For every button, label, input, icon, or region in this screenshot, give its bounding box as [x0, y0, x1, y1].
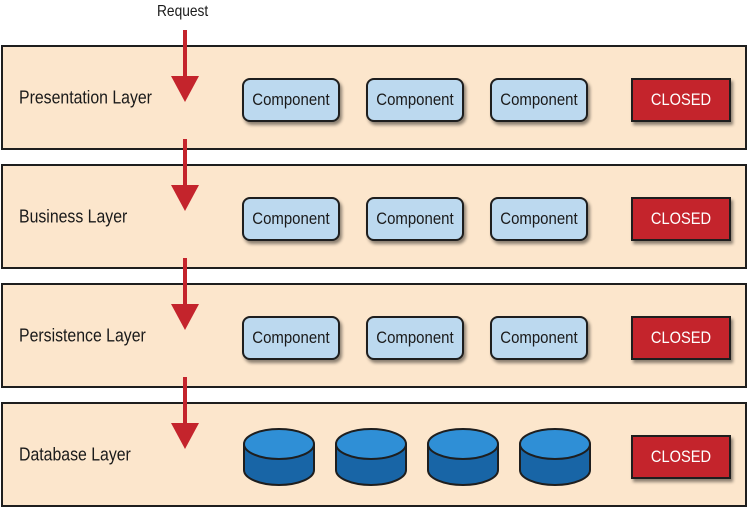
closed-badge: CLOSED: [631, 316, 731, 360]
database-icon: [427, 428, 499, 486]
component-box: Component: [242, 78, 340, 122]
component-box: Component: [490, 197, 588, 241]
business-layer: Business Layer Component Component Compo…: [1, 164, 747, 269]
arrow-down-icon: [171, 258, 199, 330]
database-icon: [335, 428, 407, 486]
layer-name: Presentation Layer: [19, 87, 152, 107]
layer-name: Business Layer: [19, 206, 128, 226]
component-box: Component: [366, 316, 464, 360]
database-icon: [519, 428, 591, 486]
layer-name: Database Layer: [19, 444, 131, 464]
presentation-layer: Presentation Layer Component Component C…: [1, 45, 747, 150]
component-box: Component: [366, 78, 464, 122]
component-box: Component: [366, 197, 464, 241]
closed-badge: CLOSED: [631, 435, 731, 479]
component-box: Component: [242, 316, 340, 360]
arrow-down-icon: [171, 139, 199, 211]
component-box: Component: [490, 78, 588, 122]
component-box: Component: [242, 197, 340, 241]
database-layer: Database Layer CLOSED: [1, 402, 747, 507]
layer-name: Persistence Layer: [19, 325, 146, 345]
request-label: Request: [157, 3, 209, 20]
persistence-layer: Persistence Layer Component Component Co…: [1, 283, 747, 388]
closed-badge: CLOSED: [631, 78, 731, 122]
arrow-down-icon: [171, 30, 199, 102]
closed-badge: CLOSED: [631, 197, 731, 241]
database-icon: [243, 428, 315, 486]
component-box: Component: [490, 316, 588, 360]
arrow-down-icon: [171, 377, 199, 449]
